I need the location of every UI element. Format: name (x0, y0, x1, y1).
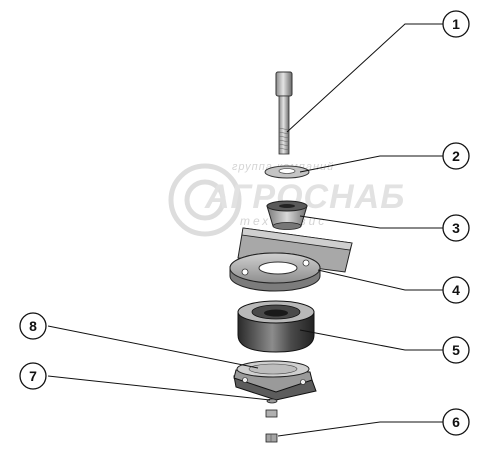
part-bracket (229, 227, 353, 292)
callout-3: 3 (442, 214, 470, 242)
part-spacer (265, 409, 278, 418)
leader-line-8 (47, 325, 259, 369)
leader-line-2 (299, 155, 443, 173)
callout-1: 1 (442, 10, 470, 38)
part-bolt (275, 71, 293, 155)
leader-line-5 (299, 329, 443, 351)
watermark-gear-icon (168, 163, 242, 237)
callout-2-label: 2 (452, 148, 460, 164)
part-base-plate (233, 360, 317, 401)
leader-line-1 (286, 23, 443, 133)
callout-2: 2 (442, 142, 470, 170)
callout-1-label: 1 (452, 16, 460, 32)
leader-line-7 (47, 375, 271, 401)
callout-7-label: 7 (29, 368, 37, 384)
callout-6: 6 (442, 408, 470, 436)
callout-5: 5 (442, 336, 470, 364)
callout-3-label: 3 (452, 220, 460, 236)
callout-8-label: 8 (29, 318, 37, 334)
callout-4: 4 (442, 276, 470, 304)
callout-8: 8 (19, 312, 47, 340)
leader-line-6 (277, 421, 443, 437)
callout-6-label: 6 (452, 414, 460, 430)
leader-line-4 (317, 269, 443, 291)
callout-7: 7 (19, 362, 47, 390)
part-bushing (266, 200, 308, 230)
callout-5-label: 5 (452, 342, 460, 358)
leader-lines (47, 23, 443, 437)
part-nut (265, 433, 278, 443)
part-rubber-cushion (237, 300, 315, 353)
callout-4-label: 4 (452, 282, 460, 298)
leader-line-3 (299, 215, 443, 229)
part-washer (264, 165, 310, 179)
